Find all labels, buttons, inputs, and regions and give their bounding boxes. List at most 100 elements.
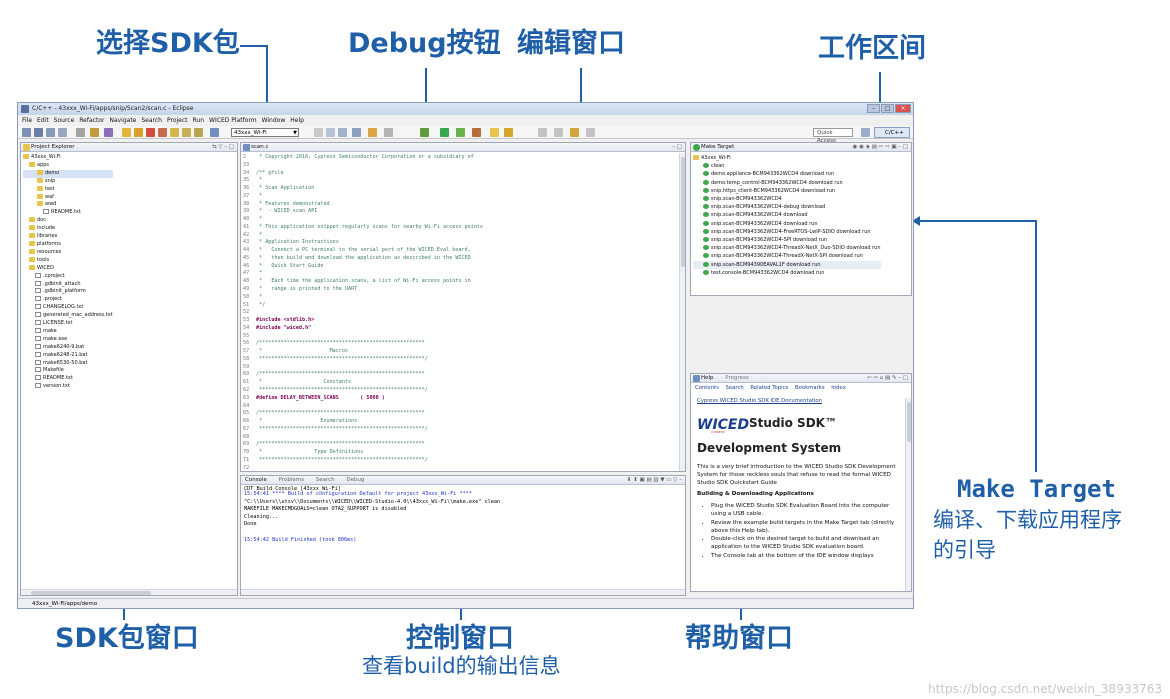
tree-item[interactable]: apps: [23, 161, 113, 170]
menu-help[interactable]: Help: [290, 117, 304, 124]
help-nav-related[interactable]: Related Topics: [750, 385, 789, 391]
sdk-selector[interactable]: 43xxx_Wi-Fi ▼: [231, 128, 299, 137]
tree-item[interactable]: 43xxx_Wi-Fi: [693, 154, 881, 162]
make-target-item[interactable]: snip.scan-BCM943362WCD4-FreeRTOS-LwIP-SD…: [693, 228, 881, 236]
next-annotation-icon[interactable]: [586, 128, 595, 137]
menu-navigate[interactable]: Navigate: [109, 117, 137, 124]
tree-item[interactable]: resources: [23, 248, 113, 257]
project-explorer-tab[interactable]: Project Explorer ⇆ ▽ – □: [21, 143, 237, 152]
tree-item[interactable]: .gdbinit_platform: [23, 288, 113, 296]
maximize-icon[interactable]: □: [881, 104, 894, 113]
tree-item[interactable]: make6248-21.bat: [23, 351, 113, 360]
open-folder-icon[interactable]: [490, 128, 499, 137]
menu-source[interactable]: Source: [53, 117, 75, 124]
tree-item[interactable]: generated_mac_address.txt: [23, 312, 113, 320]
tool-icon[interactable]: [104, 128, 113, 137]
tree-item[interactable]: make: [23, 327, 113, 336]
search-icon[interactable]: [314, 128, 323, 137]
tree-item[interactable]: test: [23, 185, 113, 194]
build-icon[interactable]: [90, 128, 99, 137]
scrollbar-thumb[interactable]: [907, 402, 911, 442]
scrollbar-thumb[interactable]: [31, 591, 151, 595]
print-icon[interactable]: [58, 128, 67, 137]
run-icon[interactable]: [440, 128, 449, 137]
console-output[interactable]: 15:54:41 **** Build of configuration Def…: [244, 491, 500, 544]
suspend-icon[interactable]: [134, 128, 143, 137]
debug-tab[interactable]: Debug: [346, 477, 365, 483]
tree-item[interactable]: make6240-9.bat: [23, 343, 113, 352]
tree-item[interactable]: .project: [23, 296, 113, 304]
tree-item[interactable]: README.txt: [23, 209, 113, 217]
edit-icon[interactable]: [504, 128, 513, 137]
step-into-icon[interactable]: [170, 128, 179, 137]
help-tab[interactable]: Help: [701, 375, 714, 381]
menu-refactor[interactable]: Refactor: [79, 117, 105, 124]
tree-item[interactable]: include: [23, 225, 113, 233]
tree-item[interactable]: platforms: [23, 240, 113, 249]
make-target-tab[interactable]: Make Target ◉ ◉ ◈ ▤ ⇦ ⇨ ▣ – □: [691, 143, 911, 152]
help-nav-index[interactable]: Index: [831, 385, 846, 391]
tree-item[interactable]: tools: [23, 256, 113, 265]
make-target-item[interactable]: snip.https_client-BCM943362WCD4 download…: [693, 187, 881, 195]
debug-bug-icon[interactable]: [420, 128, 429, 137]
code-area[interactable]: 2 * Copyright 2016, Cypress Semiconducto…: [243, 154, 483, 471]
console-icon[interactable]: [368, 128, 377, 137]
save-all-icon[interactable]: [46, 128, 55, 137]
make-target-item[interactable]: snip.scan-BCM943362WCD4-debug download: [693, 203, 881, 211]
build-target-icon[interactable]: [384, 128, 393, 137]
tree-item[interactable]: wwd: [23, 201, 113, 209]
coverage-icon[interactable]: [472, 128, 481, 137]
perspective-cpp[interactable]: C/C++: [874, 127, 910, 138]
menu-edit[interactable]: Edit: [37, 117, 49, 124]
save-icon[interactable]: [34, 128, 43, 137]
help-nav-search[interactable]: Search: [725, 385, 744, 391]
make-target-item[interactable]: snip.scan-BCM943362WCD4 download: [693, 211, 881, 219]
editor-view-controls[interactable]: – □: [672, 144, 682, 150]
help-vertical-scrollbar[interactable]: [905, 398, 911, 591]
make-target-item[interactable]: clean: [693, 162, 881, 170]
nav-forward-icon[interactable]: [554, 128, 563, 137]
make-target-item[interactable]: snip.scan-BCM943362WCD4-SPI download run: [693, 236, 881, 244]
editor-tab[interactable]: scan.c – □: [241, 143, 685, 152]
console-toolbar-icons[interactable]: ⬇ ⬆ ▣ ▤ ▥ ▼ ▭ ▽ –: [626, 477, 682, 483]
make-target-item[interactable]: snip.scan-BCM943362WCD4: [693, 195, 881, 203]
tree-item[interactable]: LICENSE.txt: [23, 320, 113, 328]
tree-item[interactable]: Makefile: [23, 367, 113, 375]
menu-wiced-platform[interactable]: WICED Platform: [209, 117, 257, 124]
menu-search[interactable]: Search: [141, 117, 162, 124]
grid-icon[interactable]: [210, 128, 219, 137]
console-horizontal-scrollbar[interactable]: [241, 589, 685, 595]
make-target-item[interactable]: snip.scan-BCM943362WCD4 download run: [693, 220, 881, 228]
terminal-icon[interactable]: [352, 128, 361, 137]
tree-item[interactable]: 43xxx_Wi-Fi: [23, 154, 113, 162]
terminate-icon[interactable]: [146, 128, 155, 137]
menu-window[interactable]: Window: [261, 117, 286, 124]
tree-item[interactable]: snip: [23, 177, 113, 186]
nav-back-icon[interactable]: [538, 128, 547, 137]
problems-tab[interactable]: Problems: [278, 477, 304, 483]
close-icon[interactable]: ×: [895, 104, 911, 113]
tree-item[interactable]: README.txt: [23, 375, 113, 383]
tree-item[interactable]: libraries: [23, 233, 113, 241]
progress-tab[interactable]: Progress: [725, 375, 749, 381]
help-toolbar-icons[interactable]: ⇦ ⇨ ⌂ ▤ ✎ – □: [867, 375, 908, 381]
search-tab[interactable]: Search: [315, 477, 335, 483]
new-icon[interactable]: [22, 128, 31, 137]
make-target-item[interactable]: snip.scan-BCM943362WCD4-ThreadX-NetX_Duo…: [693, 244, 881, 252]
help-breadcrumb[interactable]: Cypress WICED Studio SDK IDE Documentati…: [697, 398, 822, 404]
settings-icon[interactable]: [76, 128, 85, 137]
tree-item[interactable]: waf: [23, 193, 113, 202]
make-target-item[interactable]: snip.scan-BCM943362WCD4-ThreadX-NetX-SPI…: [693, 252, 881, 260]
horizontal-scrollbar[interactable]: [21, 589, 237, 595]
last-edit-icon[interactable]: [570, 128, 579, 137]
step-return-icon[interactable]: [194, 128, 203, 137]
scrollbar-thumb[interactable]: [681, 157, 685, 267]
tree-item[interactable]: .gdbinit_attach: [23, 280, 113, 289]
resume-icon[interactable]: [122, 128, 131, 137]
tree-item[interactable]: CHANGELOG.txt: [23, 304, 113, 312]
tree-item[interactable]: make.exe: [23, 335, 113, 344]
outline-icon[interactable]: [338, 128, 347, 137]
tree-item[interactable]: WICED: [23, 264, 113, 273]
external-tools-icon[interactable]: [456, 128, 465, 137]
view-icon[interactable]: [326, 128, 335, 137]
